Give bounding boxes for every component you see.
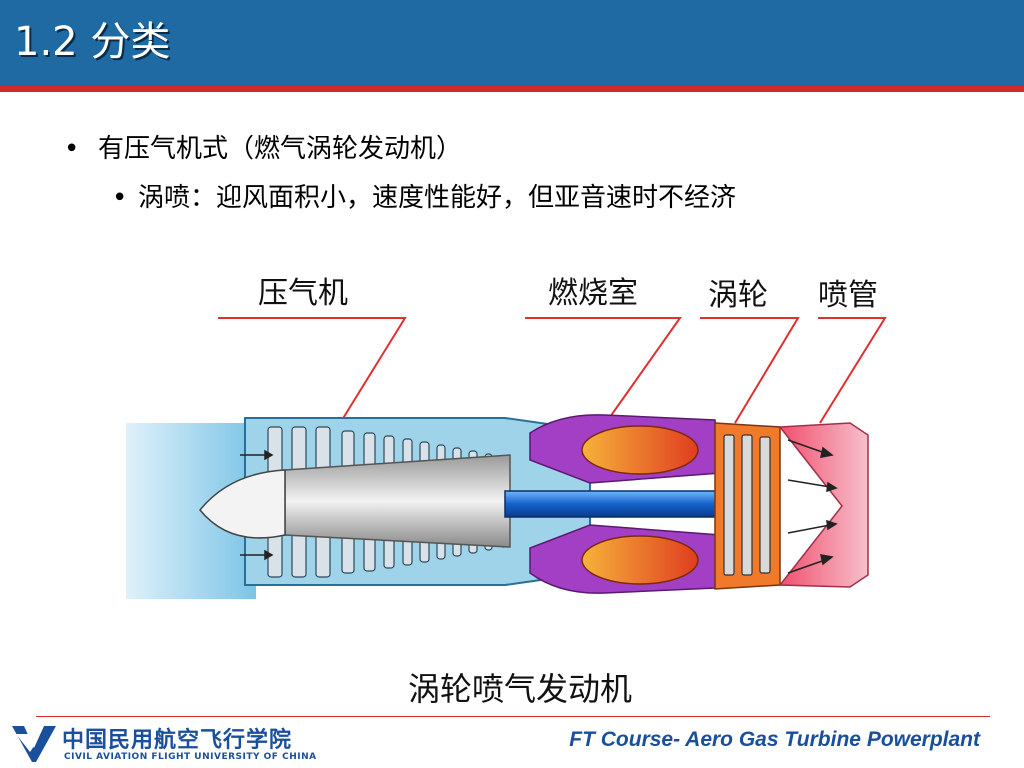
leader-lines	[218, 317, 887, 424]
footer-divider	[36, 716, 990, 717]
flame-top	[581, 425, 699, 475]
flow-arrows	[240, 439, 838, 574]
label-turbine: 涡轮	[708, 278, 768, 313]
label-compressor: 压气机	[258, 276, 348, 311]
exhaust-nozzle	[778, 422, 869, 588]
header-divider	[0, 86, 1024, 92]
course-title: FT Course- Aero Gas Turbine Powerplant	[569, 728, 980, 751]
bullet-item-1: • 有压气机式（燃气涡轮发动机）	[64, 132, 462, 166]
nose-cone	[199, 469, 286, 539]
bullet-text: 有压气机式（燃气涡轮发动机）	[98, 134, 463, 164]
flame-bottom	[581, 535, 699, 585]
school-name-en: CIVIL AVIATION FLIGHT UNIVERSITY OF CHIN…	[64, 752, 317, 762]
bullet-marker: •	[112, 183, 128, 213]
slide-header	[0, 0, 1024, 86]
compressor-drum	[284, 454, 511, 548]
turbine-blades	[723, 434, 771, 576]
main-shaft	[504, 490, 751, 518]
label-nozzle: 喷管	[818, 278, 878, 313]
school-name-cn: 中国民用航空飞行学院	[62, 727, 293, 753]
slide-title: 1.2 分类	[14, 19, 171, 65]
bullet-marker: •	[64, 134, 80, 164]
bullet-item-2: • 涡喷：迎风面积小，速度性能好，但亚音速时不经济	[112, 181, 736, 215]
diagram-caption: 涡轮喷气发动机	[407, 670, 632, 708]
label-combustor: 燃烧室	[548, 276, 638, 311]
university-logo-icon	[12, 726, 56, 762]
bullet-text: 涡喷：迎风面积小，速度性能好，但亚音速时不经济	[138, 183, 737, 213]
turbojet-engine-diagram: 压气机 燃烧室 涡轮 喷管	[126, 276, 887, 599]
